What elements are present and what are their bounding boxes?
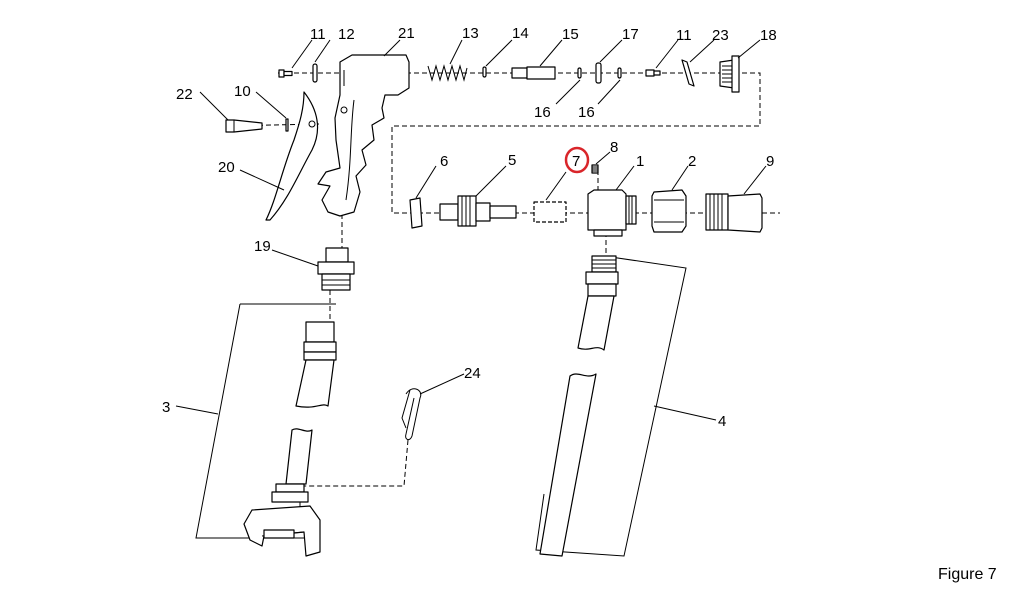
part-10-retainer <box>285 118 289 132</box>
part-3-hose-assembly <box>195 303 337 557</box>
callout-13: 13 <box>462 25 479 42</box>
part-23-gasket <box>681 59 695 87</box>
figure-caption: Figure 7 <box>938 566 997 583</box>
callout-15: 15 <box>562 26 579 43</box>
part-19-hose-fitting <box>317 247 355 291</box>
callout-16: 16 <box>534 104 551 121</box>
part-11-screw-right <box>645 69 661 77</box>
callout-12: 12 <box>338 26 355 43</box>
part-4-hose-assembly <box>535 255 687 557</box>
part-22-trigger-pin <box>225 119 263 133</box>
part-16-o-rings <box>577 67 622 79</box>
part-21-gun-body <box>317 54 410 217</box>
callout-6: 6 <box>440 153 448 170</box>
callout-19: 19 <box>254 238 271 255</box>
part-14-retaining-ring <box>482 66 487 78</box>
callout-4: 4 <box>718 413 726 430</box>
part-1-valve-body <box>587 189 637 237</box>
callout-24: 24 <box>464 365 481 382</box>
callout-14: 14 <box>512 25 529 42</box>
callout-leader-lines <box>175 39 767 421</box>
part-17-washer <box>595 62 602 84</box>
callout-11-right: 11 <box>676 27 692 44</box>
part-11-screw-left <box>278 69 293 78</box>
callout-1: 1 <box>636 153 644 170</box>
part-8-set-screw <box>591 164 599 174</box>
callout-7: 7 <box>572 153 580 170</box>
part-12-washer <box>312 63 318 83</box>
callout-22: 22 <box>176 86 193 103</box>
callout-23: 23 <box>712 27 729 44</box>
callout-16-right: 16 <box>578 104 595 121</box>
callout-2: 2 <box>688 153 696 170</box>
part-20-trigger <box>265 91 319 221</box>
part-9-nozzle <box>705 193 763 233</box>
callout-9: 9 <box>766 153 774 170</box>
callout-18: 18 <box>760 27 777 44</box>
callout-21: 21 <box>398 25 415 42</box>
callout-11: 11 <box>310 26 326 43</box>
part-18-end-cap <box>719 55 740 93</box>
part-24-safety-clip <box>401 388 422 441</box>
callout-numbers: 11 12 21 13 14 15 17 11 23 18 16 16 22 1… <box>162 25 777 430</box>
callout-3: 3 <box>162 399 170 416</box>
part-5-stem <box>439 195 517 227</box>
part-2-coupling-nut <box>651 189 687 233</box>
part-15-pin <box>511 66 556 80</box>
part-7-sleeve <box>533 201 567 223</box>
part-6-nut <box>409 197 423 229</box>
callout-8: 8 <box>610 139 618 156</box>
part-13-spring <box>427 64 468 82</box>
callout-20: 20 <box>218 159 235 176</box>
callout-17: 17 <box>622 26 639 43</box>
callout-7-highlight-circle <box>564 146 590 174</box>
callout-5: 5 <box>508 152 516 169</box>
callout-10: 10 <box>234 83 251 100</box>
